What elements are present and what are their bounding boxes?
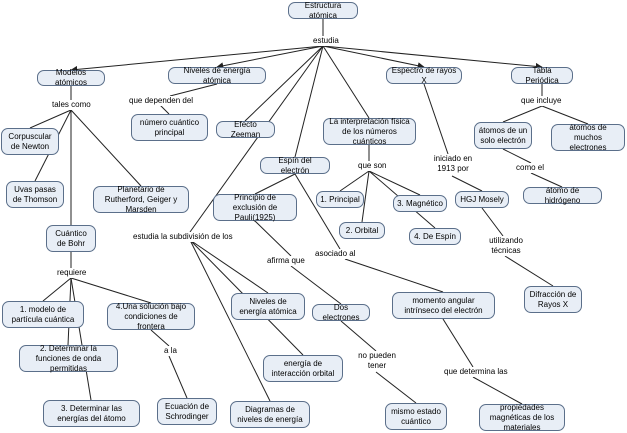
- connector-line: [344, 258, 444, 293]
- node-tabla-periodica[interactable]: Tabla Periódica: [511, 66, 573, 85]
- node-planetario-rutherford[interactable]: Planetario de Rutherford, Geiger y Marsd…: [93, 185, 189, 214]
- connector-line: [322, 45, 370, 119]
- node-mismo-estado-cuantico[interactable]: mismo estado cuántico: [385, 403, 447, 430]
- link-afirma-que: afirma que: [266, 256, 306, 266]
- connector-line: [442, 318, 474, 368]
- connector-line: [29, 109, 72, 129]
- connector-line: [361, 170, 370, 223]
- connector-line: [216, 45, 324, 70]
- link-asociado-al: asociado al: [314, 249, 357, 259]
- connector-line: [70, 277, 92, 401]
- node-atomos-muchos-electrones[interactable]: átomos de muchos electrones: [551, 123, 625, 152]
- connector-line: [290, 265, 342, 305]
- node-numero-cuantico-principal[interactable]: número cuántico principal: [131, 114, 208, 141]
- node-uvas-pasas-thomson[interactable]: Uvas pasas de Thomson: [6, 181, 64, 208]
- connector-line: [244, 45, 324, 122]
- connector-line: [169, 83, 218, 97]
- connector-line: [254, 173, 296, 195]
- connector-line: [254, 220, 292, 257]
- node-difraccion-rayos-x[interactable]: Difracción de Rayos X: [524, 286, 582, 313]
- connector-line: [530, 172, 563, 188]
- node-energia-interaccion-orbital[interactable]: energía de interacción orbital: [263, 355, 343, 382]
- connector-line: [70, 109, 142, 187]
- link-que-son: que son: [357, 161, 388, 171]
- link-tales-como: tales como: [51, 100, 92, 110]
- connector-line: [168, 355, 188, 399]
- node-determinar-funciones-onda[interactable]: 2. Determinar la funciones de onda permi…: [19, 344, 118, 373]
- node-principal[interactable]: 1. Principal: [316, 191, 364, 208]
- node-propiedades-magneticas[interactable]: propiedades magnéticas de los materiales: [479, 403, 565, 432]
- node-ecuacion-schrodinger[interactable]: Ecuación de Schrodinger: [157, 398, 217, 425]
- link-como-el: como el: [515, 163, 546, 173]
- node-atomo-hidrogeno[interactable]: átomo de hidrógeno: [523, 186, 602, 205]
- connector-line: [70, 45, 324, 73]
- link-a-la: a la: [163, 346, 178, 356]
- node-niveles-energia-atomica[interactable]: Niveles de energía atómica: [168, 66, 266, 85]
- node-principio-exclusion-pauli[interactable]: Principio de exclusión de Pauli(1925): [213, 193, 297, 222]
- node-espin-electron[interactable]: Espín del electrón: [260, 156, 330, 175]
- connector-line: [340, 320, 377, 352]
- connector-line: [502, 105, 543, 123]
- node-efecto-zeeman[interactable]: Efecto Zeeman: [216, 120, 275, 139]
- node-orbital[interactable]: 2. Orbital: [339, 222, 385, 239]
- connector-line: [294, 173, 341, 250]
- connector-line: [502, 148, 532, 164]
- connector-line: [368, 170, 421, 196]
- connector-line: [339, 170, 370, 192]
- connector-line: [472, 376, 523, 405]
- connector-line: [150, 329, 170, 347]
- node-dos-electrones[interactable]: Dos electrones: [312, 303, 370, 322]
- connector-line: [423, 83, 449, 155]
- connector-line: [451, 175, 483, 192]
- node-modelos-atomicos[interactable]: Modelos atómicos: [37, 68, 105, 87]
- connector-line: [159, 104, 170, 115]
- connector-line: [189, 239, 269, 294]
- link-estudia-subdivision: estudia la subdivisión de los: [132, 232, 244, 242]
- connector-line: [42, 277, 72, 302]
- link-utilizando-tecnicas: utilizando técnicas: [480, 236, 532, 256]
- connector-line: [504, 255, 554, 287]
- connector-line: [189, 45, 324, 233]
- node-determinar-energias-atomo[interactable]: 3. Determinar las energías del átomo: [43, 400, 140, 427]
- link-que-determina-las: que determina las: [443, 367, 509, 377]
- connector-line: [189, 239, 271, 402]
- link-que-incluye: que incluye: [520, 96, 563, 106]
- node-solucion-condiciones-frontera[interactable]: 4.Una solución bajo condiciones de front…: [107, 302, 195, 331]
- node-momento-angular-intrinseco[interactable]: momento angular intrínseco del electrón: [392, 292, 495, 319]
- link-estudia: estudia: [312, 36, 340, 46]
- node-atomos-un-electron[interactable]: átomos de un solo electrón: [474, 122, 532, 149]
- node-hgj-mosely[interactable]: HGJ Mosely: [455, 191, 509, 208]
- node-magnetico[interactable]: 3. Magnético: [393, 195, 447, 212]
- node-cuantico-bohr[interactable]: Cuántico de Bohr: [46, 225, 96, 252]
- connector-line: [294, 45, 324, 158]
- link-que-dependen-del: que dependen del: [128, 96, 195, 106]
- node-modelo-particula-cuantica[interactable]: 1. modelo de partícula cuántica: [2, 301, 84, 328]
- node-estructura-atomica[interactable]: Estructura atómica: [288, 1, 358, 20]
- node-interpretacion-numeros-cuanticos[interactable]: La interpretación física de los números …: [323, 117, 416, 146]
- node-espectro-rayos-x[interactable]: Espectro de rayos X: [386, 66, 462, 85]
- node-niveles-energia-atomica-2[interactable]: Niveles de energía atómica: [231, 293, 305, 320]
- node-diagramas-niveles-energia[interactable]: Diagramas de niveles de energía: [230, 401, 310, 428]
- link-iniciado-1913: iniciado en 1913 por: [426, 154, 480, 174]
- connector-line: [70, 277, 152, 304]
- node-de-espin[interactable]: 4. De Espín: [409, 228, 461, 245]
- connector-line: [481, 207, 504, 237]
- node-corpuscular-newton[interactable]: Corpuscular de Newton: [1, 128, 59, 155]
- connector-line: [541, 105, 589, 125]
- link-requiere: requiere: [56, 268, 88, 278]
- connector-line: [322, 45, 425, 70]
- connector-line: [375, 371, 417, 404]
- connector-line: [322, 45, 543, 70]
- link-no-pueden-tener: no pueden tener: [356, 351, 398, 371]
